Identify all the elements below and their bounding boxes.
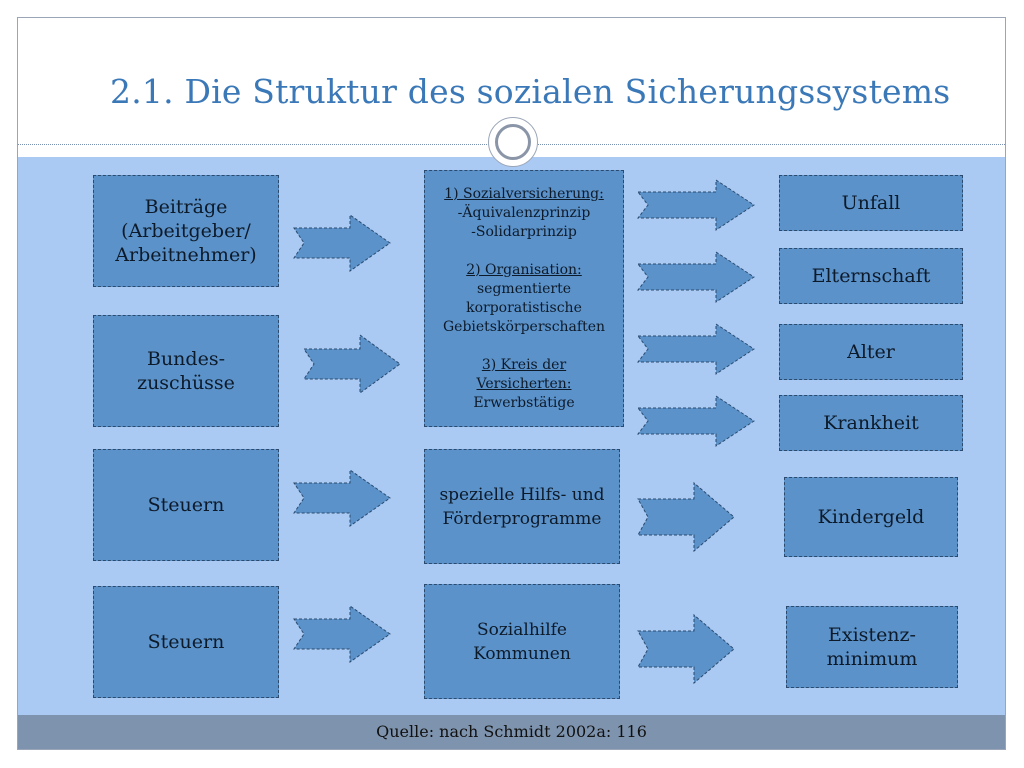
- arrow-right-icon: [292, 213, 392, 273]
- arrow-right-icon: [302, 333, 402, 395]
- text-aequivalenzprinzip: -Äquivalenzprinzip: [457, 204, 591, 221]
- source-box-steuern-2: Steuern: [93, 586, 279, 698]
- target-label-alter: Alter: [847, 341, 895, 363]
- arrow-right-icon: [636, 322, 756, 376]
- target-label-krankheit: Krankheit: [823, 412, 919, 434]
- target-box-krankheit: Krankheit: [779, 395, 963, 451]
- text-segmentierte: segmentierte: [476, 280, 571, 297]
- source-box-beitraege: Beiträge (Arbeitgeber/ Arbeitnehmer): [93, 175, 279, 287]
- source-citation: Quelle: nach Schmidt 2002a: 116: [376, 722, 647, 741]
- target-box-alter: Alter: [779, 324, 963, 380]
- text-gebietskoerperschaften: Gebietskörperschaften: [442, 318, 606, 335]
- target-label-kindergeld: Kindergeld: [817, 506, 925, 528]
- target-box-unfall: Unfall: [779, 175, 963, 231]
- heading-sozialversicherung: 1) Sozialversicherung:: [444, 185, 604, 202]
- source-label-bundeszuschuesse: Bundes- zuschüsse: [137, 348, 235, 394]
- footer-bar: Quelle: nach Schmidt 2002a: 116: [18, 715, 1005, 749]
- arrow-right-icon: [292, 468, 392, 528]
- source-label-steuern-2: Steuern: [147, 631, 225, 653]
- spacer: [443, 337, 605, 356]
- target-box-kindergeld: Kindergeld: [784, 477, 958, 557]
- heading-versicherten: Versicherten:: [476, 375, 572, 392]
- sozialversicherung-text: 1) Sozialversicherung: -Äquivalenzprinzi…: [439, 185, 609, 413]
- middle-box-sozialversicherung: 1) Sozialversicherung: -Äquivalenzprinzi…: [424, 170, 624, 427]
- source-label-beitraege: Beiträge (Arbeitgeber/ Arbeitnehmer): [115, 196, 257, 266]
- source-box-bundeszuschuesse: Bundes- zuschüsse: [93, 315, 279, 427]
- sozialhilfe-label: Sozialhilfe Kommunen: [473, 619, 571, 664]
- middle-box-hilfsprogramme: spezielle Hilfs- und Förderprogramme: [424, 449, 620, 564]
- text-korporatistische: korporatistische: [466, 299, 582, 316]
- arrow-right-icon: [636, 481, 736, 553]
- arrow-right-icon: [636, 178, 756, 232]
- arrow-right-icon: [636, 613, 736, 685]
- circle-ornament-icon: [488, 117, 538, 167]
- target-box-existenzminimum: Existenz- minimum: [786, 606, 958, 688]
- target-label-existenzminimum: Existenz- minimum: [826, 624, 918, 670]
- target-label-unfall: Unfall: [841, 192, 901, 214]
- arrow-right-icon: [636, 250, 756, 304]
- source-label-steuern-1: Steuern: [147, 494, 225, 516]
- source-box-steuern-1: Steuern: [93, 449, 279, 561]
- circle-ring-icon: [495, 124, 531, 160]
- middle-box-sozialhilfe: Sozialhilfe Kommunen: [424, 584, 620, 699]
- slide-title: 2.1. Die Struktur des sozialen Sicherung…: [110, 72, 951, 111]
- text-erwerbstaetige: Erwerbstätige: [473, 394, 575, 411]
- spacer: [443, 242, 605, 261]
- arrow-right-icon: [636, 394, 756, 448]
- target-box-elternschaft: Elternschaft: [779, 248, 963, 304]
- hilfsprogramme-label: spezielle Hilfs- und Förderprogramme: [439, 484, 605, 529]
- heading-kreis-der: 3) Kreis der: [481, 356, 567, 373]
- text-solidarprinzip: -Solidarprinzip: [471, 223, 577, 240]
- arrow-right-icon: [292, 604, 392, 664]
- heading-organisation: 2) Organisation:: [466, 261, 582, 278]
- target-label-elternschaft: Elternschaft: [811, 265, 931, 287]
